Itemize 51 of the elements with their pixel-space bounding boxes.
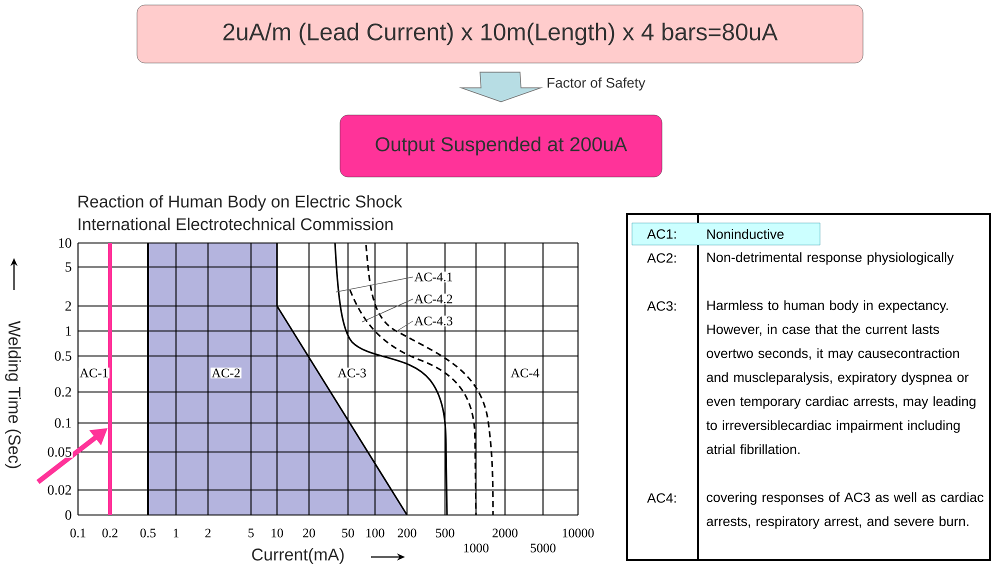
zone-label: AC-3: [336, 368, 368, 378]
edge-label: Factor of Safety: [548, 77, 646, 91]
row-description: Harmless to human body in expectancy. However, in case that the current lasts overtwo seconds, it may causecontraction and muscleparalysis, expiratory dyspnea or even temporary cardiac arrests, may leading to irreversiblecardiac impairment including atrial fibrillation.: [706, 300, 976, 454]
tick-label: 2: [205, 528, 211, 538]
tick-label: 10: [56, 237, 73, 249]
tick-label: 10: [272, 528, 283, 538]
chart-subtitle: International Electrotechnical Commission: [78, 218, 393, 230]
tick-label: 200: [398, 528, 416, 538]
tick-label: 0.2: [53, 386, 73, 398]
tick-label: 0.1: [70, 528, 86, 538]
highlight-row: AC1: Noninductive: [632, 222, 820, 246]
leader-line: [396, 320, 414, 332]
tick-label: 0.05: [46, 446, 73, 458]
tick-label: 2: [64, 300, 73, 312]
tick-label: 2000: [492, 528, 518, 538]
leader-line: [362, 298, 414, 322]
tick-label: 1: [174, 528, 178, 538]
zone-label: AC-2: [210, 368, 242, 378]
tick-label: 1000: [464, 544, 489, 552]
chart-title: Reaction of Human Body on Electric Shock: [78, 195, 402, 211]
tick-label: 0.1: [53, 417, 73, 429]
row-key: AC3:: [647, 301, 676, 311]
axis-label: Welding Time (Sec): [5, 320, 21, 468]
curve-label: AC-4.2: [413, 294, 454, 304]
tick-label: 100: [366, 528, 384, 538]
tick-label: 50: [342, 528, 354, 538]
tick-label: 5: [248, 528, 254, 538]
tick-label: 0.02: [46, 484, 73, 496]
zone-label: AC-1: [78, 368, 110, 378]
row-description: covering responses of AC3 as well as cardiac arrests, respiratory arrest, and severe burn.: [706, 492, 984, 529]
tick-label: 500: [436, 528, 454, 538]
curve-label: AC-4.1: [413, 272, 454, 282]
output-box: Output Suspended at 200uA: [340, 114, 662, 178]
tick-label: 0.2: [102, 528, 118, 538]
tick-label: 10000: [562, 528, 594, 538]
tick-label: 5000: [530, 544, 556, 552]
tick-label: 5: [64, 261, 73, 273]
formula-box: 2uA/m (Lead Current) x 10m(Length) x 4 bars=80uA: [136, 4, 864, 64]
leader-line: [336, 276, 414, 292]
row-description: Non-detrimental response physiologically: [707, 252, 954, 265]
zone-label: AC-4: [510, 368, 540, 378]
tick-label: 0.5: [53, 350, 73, 362]
row-key: AC4:: [647, 493, 676, 503]
tick-label: 0: [64, 509, 73, 521]
row-key: AC2:: [647, 253, 676, 263]
curve-label: AC-4.3: [413, 316, 454, 326]
tick-label: 1: [64, 325, 73, 337]
block-arrow: [458, 72, 544, 102]
tick-label: 20: [303, 528, 316, 538]
axis-label: Current(mA): [252, 548, 344, 564]
tick-label: 0.5: [140, 528, 156, 538]
